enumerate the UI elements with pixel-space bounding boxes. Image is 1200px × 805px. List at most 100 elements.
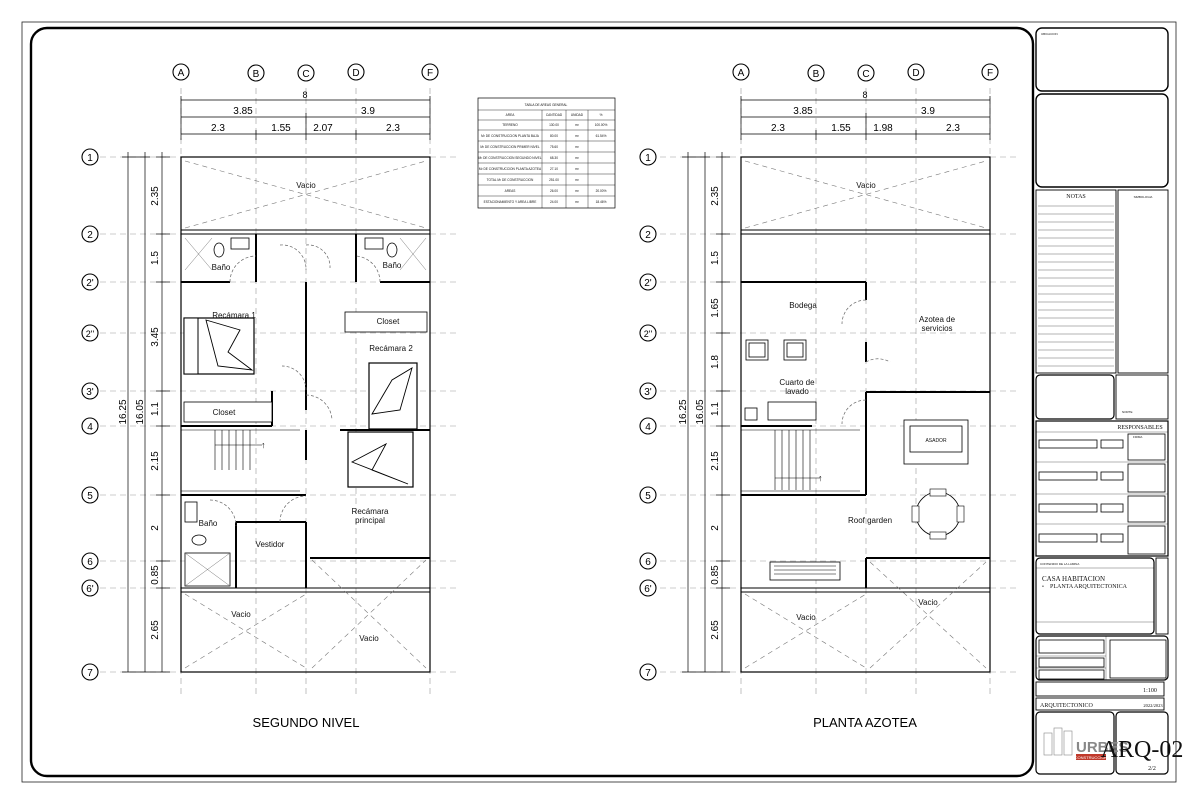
room-recamara-principal-2: principal xyxy=(355,516,385,525)
logo-subtext: CONSTRUCCION xyxy=(1075,755,1108,760)
tb-proyecto-1: CASA HABITACION xyxy=(1042,575,1105,583)
tb-proyecto-2: PLANTA ARQUITECTONICA xyxy=(1050,584,1128,590)
room-vestidor: Vestidor xyxy=(256,540,285,549)
plan-title-planta-azotea: PLANTA AZOTEA xyxy=(813,715,917,730)
r-row-bubble-2: 2 xyxy=(645,230,651,241)
area-row-6-unit: m² xyxy=(575,178,579,182)
area-row-8-unit: m² xyxy=(575,200,579,204)
r-row-bubble-6: 6 xyxy=(645,557,651,568)
plan-title-segundo-nivel: SEGUNDO NIVEL xyxy=(253,715,360,730)
area-row-3-qty: 75.60 xyxy=(550,145,558,149)
tb-hoja: 2/2 xyxy=(1148,766,1156,772)
r-dim-top-total: 8 xyxy=(862,90,867,100)
r-col-bubble-b: B xyxy=(813,69,820,80)
area-table-title: TABLA DE AREAS GENERAL xyxy=(525,103,568,107)
dim-top-sub-2: 3.9 xyxy=(361,106,375,117)
dim-top-part-3: 2.07 xyxy=(313,123,333,134)
room-roof-garden: Roof garden xyxy=(848,516,892,525)
tb-responsables: RESPONSABLES xyxy=(1117,425,1162,431)
bed-recamara-1 xyxy=(183,317,255,375)
area-row-4-area: M² DE CONSTRUCCION SEGUNDO NIVEL xyxy=(478,156,541,160)
dim-left-part-6: 2 xyxy=(150,525,161,531)
bed-recamara-principal xyxy=(347,431,414,488)
room-bodega: Bodega xyxy=(789,301,817,310)
r-row-bubble-2p: 2' xyxy=(644,278,652,289)
r-dim-left-part-3: 1.65 xyxy=(710,298,721,318)
room-azotea-2: servicios xyxy=(921,324,952,333)
dim-left-total: 16.25 xyxy=(118,399,129,424)
dim-top-part-4: 2.3 xyxy=(386,123,400,134)
r-dim-top-part-3: 1.98 xyxy=(873,123,893,134)
dim-left-part-5: 2.15 xyxy=(150,451,161,471)
area-row-8-pct: 18.46% xyxy=(596,200,607,204)
col-bubble-a: A xyxy=(178,68,185,79)
r-row-bubble-3p: 3' xyxy=(644,387,652,398)
row-bubble-6: 6 xyxy=(87,557,93,568)
r-dim-left-part-5: 1.1 xyxy=(710,402,721,416)
area-row-1-qty: 130.00 xyxy=(549,123,559,127)
room-azotea-1: Azotea de xyxy=(919,315,956,324)
tb-firma: FIRMA xyxy=(1133,435,1142,439)
area-row-1-pct: 100.00% xyxy=(595,123,608,127)
room-bano-r: Baño xyxy=(383,261,402,270)
area-row-7-unit: m² xyxy=(575,189,579,193)
dim-left-part-2: 1.5 xyxy=(150,251,161,265)
r-row-bubble-2pp: 2'' xyxy=(644,329,653,339)
r-dim-left-part-4: 1.8 xyxy=(710,355,721,369)
area-row-5-unit: m² xyxy=(575,167,579,171)
room-recamara-principal-1: Recámara xyxy=(352,507,389,516)
room-vacio-br: Vacio xyxy=(359,634,379,643)
area-row-4-qty: 68.30 xyxy=(550,156,558,160)
tb-notas: NOTAS xyxy=(1066,194,1086,200)
drawing-frame xyxy=(29,26,1035,778)
row-bubble-2: 2 xyxy=(87,230,93,241)
row-bubble-4: 4 xyxy=(87,422,93,433)
area-row-6-qty: 251.00 xyxy=(549,178,559,182)
area-row-8-qty: 24.00 xyxy=(550,200,558,204)
area-row-2-pct: 61.54% xyxy=(596,134,607,138)
dim-left-part-1: 2.35 xyxy=(150,186,161,206)
r-dim-left-part-2: 1.5 xyxy=(710,251,721,265)
row-bubble-1: 1 xyxy=(87,153,93,164)
area-row-1-unit: m² xyxy=(575,123,579,127)
r-dim-left-part-1: 2.35 xyxy=(710,186,721,206)
area-table-h-area: AREA xyxy=(506,113,516,117)
r-room-vacio-bl: Vacio xyxy=(796,613,816,622)
tb-especialidad: ARQUITECTONICO xyxy=(1040,703,1094,709)
area-row-8-area: ESTACIONAMIENTO Y AREA LIBRE xyxy=(484,200,537,204)
r-dim-left-part-9: 2.65 xyxy=(710,620,721,640)
room-bano-bottom: Baño xyxy=(199,519,218,528)
r-dim-left-part-6: 2.15 xyxy=(710,451,721,471)
r-dim-left-total: 16.25 xyxy=(678,399,689,424)
row-bubble-5: 5 xyxy=(87,491,93,502)
area-table-h-pct: % xyxy=(600,113,603,117)
r-dim-top-sub-2: 3.9 xyxy=(921,106,935,117)
area-table: TABLA DE AREAS GENERAL AREA CANTIDAD UNI… xyxy=(477,97,616,209)
dim-left-inner: 16.05 xyxy=(135,399,146,424)
r-row-bubble-7: 7 xyxy=(645,668,651,679)
dim-left-part-7: 0.85 xyxy=(150,565,161,585)
room-closet-r: Closet xyxy=(377,317,400,326)
r-col-bubble-f: F xyxy=(987,68,993,79)
bed-recamara-2 xyxy=(368,362,418,430)
r-col-bubble-d: D xyxy=(912,68,919,79)
r-row-bubble-6p: 6' xyxy=(644,584,652,595)
r-dim-left-part-8: 0.85 xyxy=(710,565,721,585)
tb-contenido: CONTENIDO DE LA LAMINA xyxy=(1040,562,1079,566)
area-row-5-qty: 27.10 xyxy=(550,167,558,171)
dim-left-part-4: 1.1 xyxy=(150,402,161,416)
bullet-icon: • xyxy=(1042,584,1044,590)
dim-left-part-8: 2.65 xyxy=(150,620,161,640)
col-bubble-f: F xyxy=(427,68,433,79)
row-bubble-6p: 6' xyxy=(86,584,94,595)
dim-top-total: 8 xyxy=(302,90,307,100)
area-table-h-cantidad: CANTIDAD xyxy=(546,113,563,117)
stair-arrow-right: ↑ xyxy=(818,473,823,483)
r-col-bubble-c: C xyxy=(862,69,869,80)
company-logo: URBES CONSTRUCCION xyxy=(1043,727,1129,760)
area-row-5-area: M² DE CONSTRUCCION PLANTA AZOTEA xyxy=(479,167,542,171)
r-col-bubble-a: A xyxy=(738,68,745,79)
r-dim-top-part-1: 2.3 xyxy=(771,123,785,134)
stair-arrow-left: ↑ xyxy=(261,440,266,450)
